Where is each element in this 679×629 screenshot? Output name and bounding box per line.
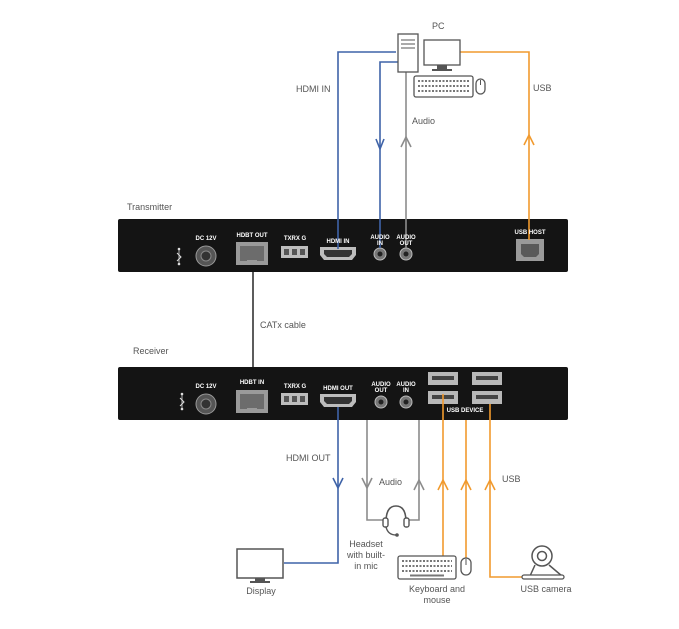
audio-in-arrow [375,138,385,152]
hdmi-out-arrow [332,477,344,490]
display-label: Display [246,586,276,596]
rx-txrx-label: TXRX G [284,384,307,390]
rx-audio-out-label-1: AUDIO [371,382,391,388]
tx-audio-in-label-1: AUDIO [370,235,390,241]
hdmi-in-label: HDMI IN [296,84,331,94]
pc-monitor-icon [423,39,461,71]
headset-label-3: in mic [354,561,378,571]
usb-camera-cable [489,404,522,578]
hdmi-in-cable [337,51,396,245]
rx-audio-in-port [399,395,413,409]
rx-audio-in-label-1: AUDIO [396,382,416,388]
tx-txrx-label: TXRX G [284,236,307,242]
transmitter-label: Transmitter [127,202,172,212]
rx-dc-power-icon [179,392,185,411]
pc-tower-icon [397,33,419,73]
rx-audio-out-port [374,395,388,409]
hdmi-out-label: HDMI OUT [286,453,331,463]
keyboard-icon [397,555,457,580]
tx-hdmi-in-port [320,247,356,260]
tx-hdbt-out-port [236,242,268,265]
camera-icon [521,545,565,580]
rx-txrx-port [281,393,308,405]
rx-hdbt-in-port [236,390,268,413]
rx-hdmi-out-label: HDMI OUT [323,386,353,392]
pc-label: PC [432,21,445,31]
tx-audio-out-port [399,247,413,261]
tx-audio-in-port [373,247,387,261]
pc-mouse-icon [475,78,486,95]
rx-usb-device-label: USB DEVICE [447,408,484,414]
tx-dc-port [195,245,217,267]
hdmi-out-cable [284,420,339,564]
tx-dc-label: DC 12V [195,236,216,242]
tx-hdbt-out-label: HDBT OUT [237,233,268,239]
audio-in-headset-arrow [413,478,425,491]
headset-label-1: Headset [349,539,383,549]
receiver-device [118,367,568,420]
rx-dc-port [195,393,217,415]
pc-keyboard-icon [413,75,474,98]
keyboard-label-1: Keyboard and [409,584,465,594]
mouse-icon [460,557,472,576]
headset-label-2: with built- [346,550,385,560]
usb-top-label: USB [533,83,552,93]
rx-hdbt-in-label: HDBT IN [240,380,264,386]
tx-usb-host-port [516,239,544,261]
usb-host-arrow [523,133,535,146]
tx-dc-power-icon [176,247,182,266]
audio-bottom-label: Audio [379,477,402,487]
tx-audio-in-label-2: IN [377,241,383,247]
tx-hdmi-in-label: HDMI IN [327,239,350,245]
headset-icon [382,505,410,537]
audio-top-label: Audio [412,116,435,126]
rx-dc-label: DC 12V [195,384,216,390]
rx-audio-out-label-2: OUT [375,388,388,394]
catx-label: CATx cable [260,320,306,330]
tx-txrx-port [281,246,308,258]
keyboard-label-2: mouse [423,595,450,605]
audio-out-headset-arrow [361,477,373,490]
usb-keyboard-arrow [437,478,449,491]
usb-camera-arrow [484,478,496,491]
rx-audio-in-label-2: IN [403,388,409,394]
tx-audio-out-label-2: OUT [400,241,413,247]
audio-in-cable [379,61,405,245]
tx-usb-host-label: USB HOST [514,230,545,236]
usb-bottom-label: USB [502,474,521,484]
display-icon [236,548,284,583]
transmitter-device [118,219,568,272]
tx-audio-out-label-1: AUDIO [396,235,416,241]
usb-host-cable [460,51,530,237]
rx-hdmi-out-port [320,394,356,407]
audio-out-arrow [400,135,412,148]
receiver-label: Receiver [133,346,169,356]
usb-mouse-arrow [460,478,472,491]
usb-camera-label: USB camera [520,584,571,594]
